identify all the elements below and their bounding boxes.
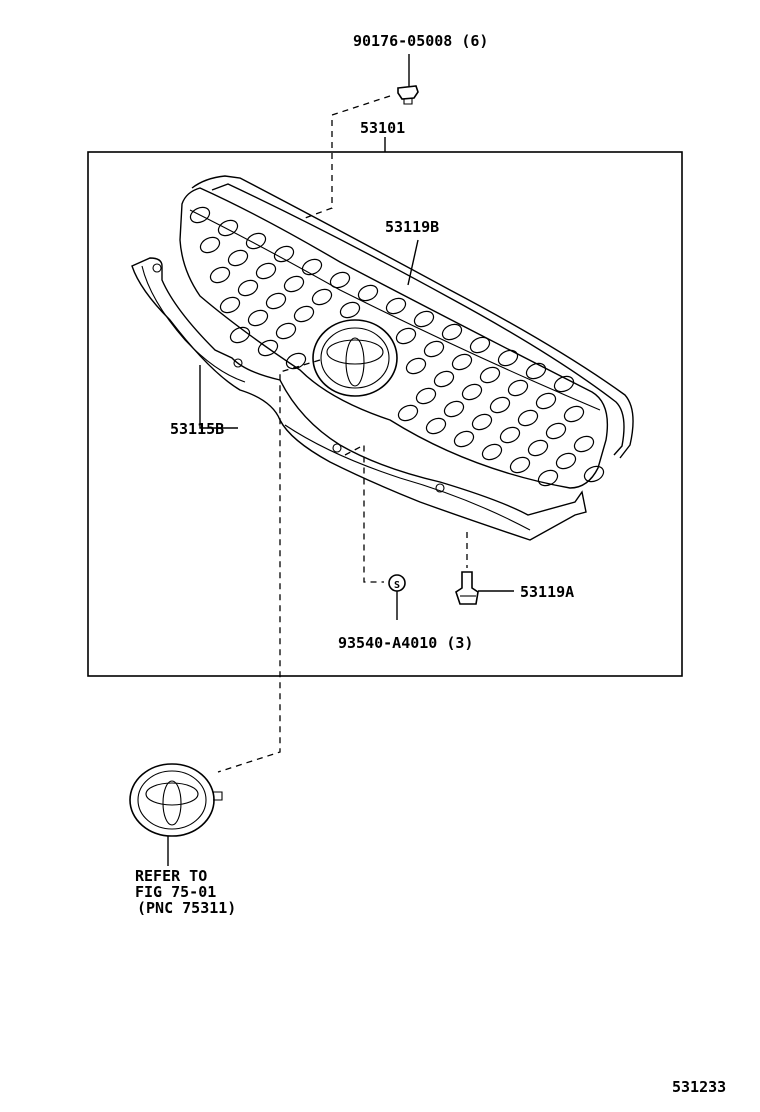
mesh-cell: [357, 284, 379, 302]
mesh-cell: [443, 400, 465, 418]
nut-symbol: S: [394, 580, 400, 591]
clip-bottom-part: [455, 571, 479, 605]
mesh-cell: [237, 279, 259, 297]
label-clip-top: 90176-05008 (6): [353, 32, 488, 50]
mesh-cell: [471, 413, 493, 431]
mesh-cell: [209, 266, 231, 284]
mesh-cell: [301, 258, 323, 276]
grille-mesh: [189, 206, 605, 487]
mesh-cell: [525, 362, 547, 380]
mesh-cell: [433, 370, 455, 388]
mesh-cell: [245, 232, 267, 250]
mesh-cell: [217, 219, 239, 237]
mesh-cell: [229, 326, 251, 344]
mesh-cell: [461, 383, 483, 401]
mesh-cell: [413, 310, 435, 328]
mesh-cell: [257, 339, 279, 357]
mesh-cell: [329, 271, 351, 289]
mesh-cell: [583, 465, 605, 483]
mesh-cell: [535, 392, 557, 410]
mesh-cell: [537, 469, 559, 487]
label-nut: 93540-A4010 (3): [338, 634, 473, 652]
mesh-cell: [293, 305, 315, 323]
mesh-cell: [397, 404, 419, 422]
mesh-cell: [405, 357, 427, 375]
label-grille-upper: 53119B: [385, 218, 439, 236]
grille-lower-leader: [199, 365, 238, 429]
mesh-cell: [509, 456, 531, 474]
mesh-cell: [255, 262, 277, 280]
mesh-cell: [275, 322, 297, 340]
mesh-cell: [469, 336, 491, 354]
mesh-cell: [497, 349, 519, 367]
grille-upper-leader: [407, 239, 419, 286]
mesh-cell: [311, 288, 333, 306]
mesh-cell: [273, 245, 295, 263]
mesh-cell: [489, 396, 511, 414]
label-refer-1: REFER TO: [135, 867, 207, 885]
label-diagram-id: 531233: [672, 1078, 726, 1096]
mesh-cell: [285, 352, 307, 370]
mesh-cell: [573, 435, 595, 453]
label-refer-3: (PNC 75311): [137, 899, 236, 917]
mesh-cell: [453, 430, 475, 448]
mesh-cell: [479, 366, 501, 384]
mesh-cell: [219, 296, 241, 314]
clip-top-dash: [304, 95, 391, 219]
mesh-cell: [555, 452, 577, 470]
label-clip-bottom: 53119A: [520, 583, 574, 601]
mesh-cell: [395, 327, 417, 345]
grille-upper-part: [179, 175, 634, 489]
mesh-cell: [415, 387, 437, 405]
mesh-cell: [425, 417, 447, 435]
nut-part: S: [388, 574, 406, 592]
mesh-cell: [227, 249, 249, 267]
mesh-cell: [199, 236, 221, 254]
nut-dash: [344, 443, 384, 583]
mesh-cell: [517, 409, 539, 427]
mesh-cell: [451, 353, 473, 371]
mesh-cell: [527, 439, 549, 457]
mesh-cell: [441, 323, 463, 341]
mesh-cell: [265, 292, 287, 310]
mesh-cell: [385, 297, 407, 315]
mesh-cell: [339, 301, 361, 319]
emblem-dash: [217, 359, 321, 773]
label-grille-assy: 53101: [360, 119, 405, 137]
clip-top-part: [397, 85, 419, 105]
mesh-cell: [423, 340, 445, 358]
mesh-cell: [499, 426, 521, 444]
mesh-cell: [247, 309, 269, 327]
mesh-cell: [563, 405, 585, 423]
external-emblem-part: [129, 763, 223, 837]
mesh-cell: [189, 206, 211, 224]
label-grille-lower: 53115B: [170, 420, 224, 438]
mesh-cell: [545, 422, 567, 440]
mesh-cell: [283, 275, 305, 293]
mesh-cell: [507, 379, 529, 397]
mesh-cell: [481, 443, 503, 461]
grille-lower-part: [131, 257, 587, 541]
mesh-cell: [553, 375, 575, 393]
grille-emblem: [312, 319, 398, 397]
label-refer-2: FIG 75-01: [135, 883, 216, 901]
